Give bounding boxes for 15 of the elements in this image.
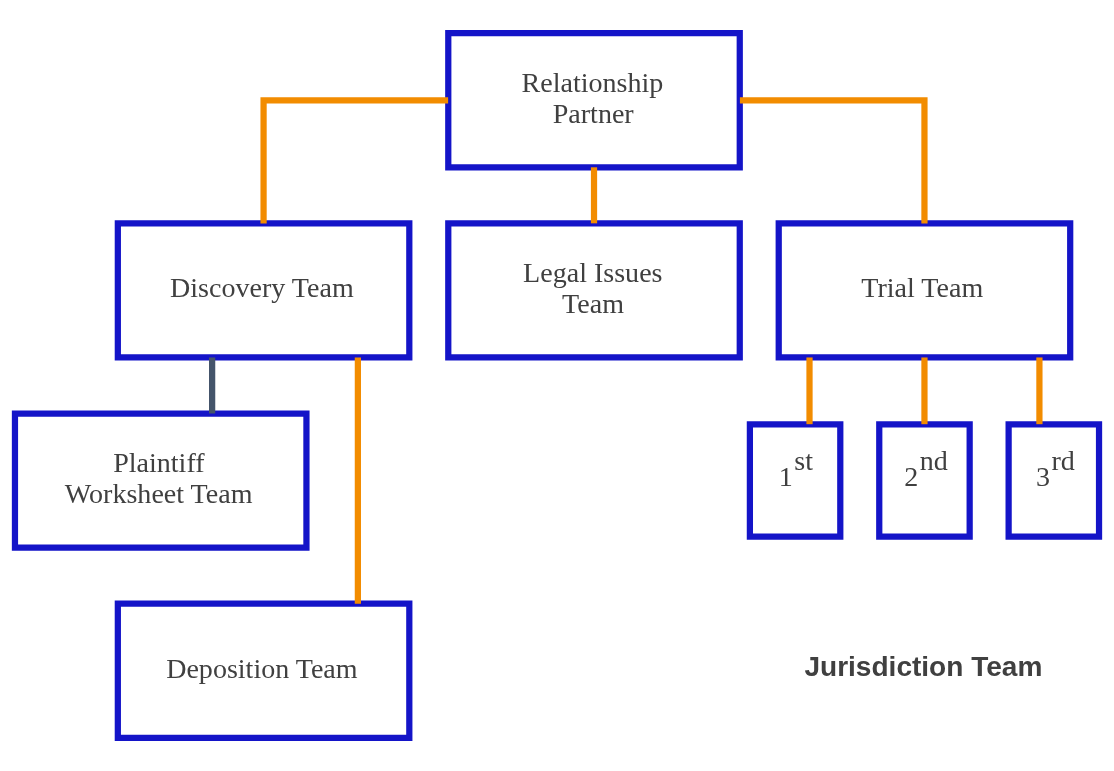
connector bbox=[354, 357, 361, 604]
connector bbox=[1036, 357, 1043, 425]
node-box: Discovery Team bbox=[114, 220, 413, 361]
node-box: Trial Team bbox=[775, 220, 1074, 361]
node-box: Relationship Partner bbox=[445, 30, 743, 171]
connector bbox=[739, 97, 928, 224]
node-box: Legal Issues Team bbox=[445, 220, 743, 361]
connector bbox=[806, 357, 813, 425]
label: Jurisdiction Team bbox=[804, 651, 1043, 683]
connector bbox=[590, 167, 598, 224]
connector bbox=[260, 97, 449, 224]
node-box: Deposition Team bbox=[114, 600, 413, 741]
connector bbox=[209, 357, 216, 414]
node-box: Plaintiff Worksheet Team bbox=[11, 410, 310, 551]
connector bbox=[921, 357, 928, 425]
